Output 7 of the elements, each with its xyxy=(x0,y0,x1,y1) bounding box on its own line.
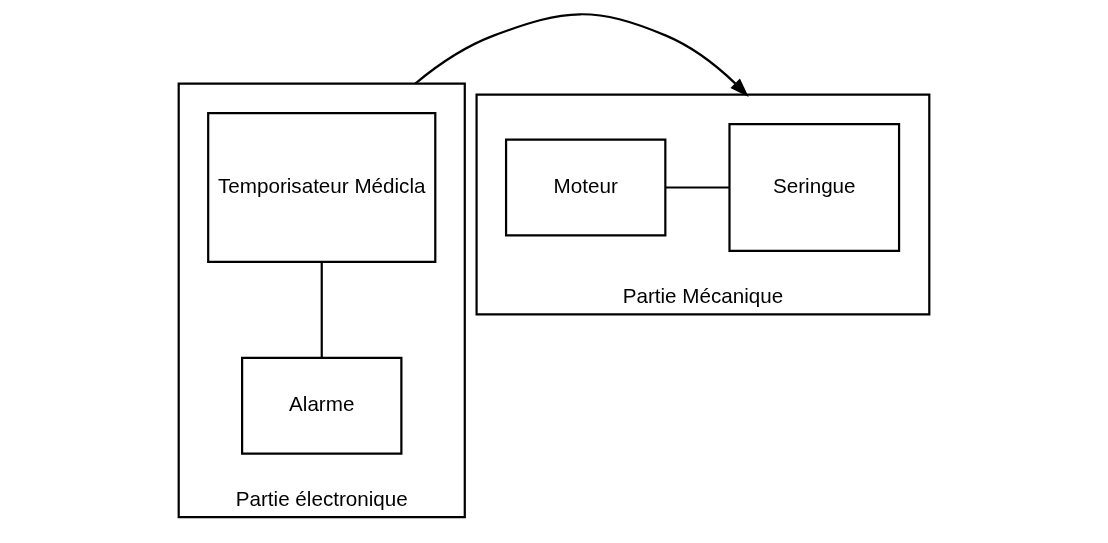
node-box: Alarme xyxy=(241,356,403,455)
connector xyxy=(320,262,323,358)
node-box: Temporisateur Médicla xyxy=(207,111,437,264)
node-box: Seringue xyxy=(728,123,901,253)
arrow xyxy=(414,13,749,97)
node-box: Moteur xyxy=(504,138,667,237)
connector xyxy=(665,186,729,189)
